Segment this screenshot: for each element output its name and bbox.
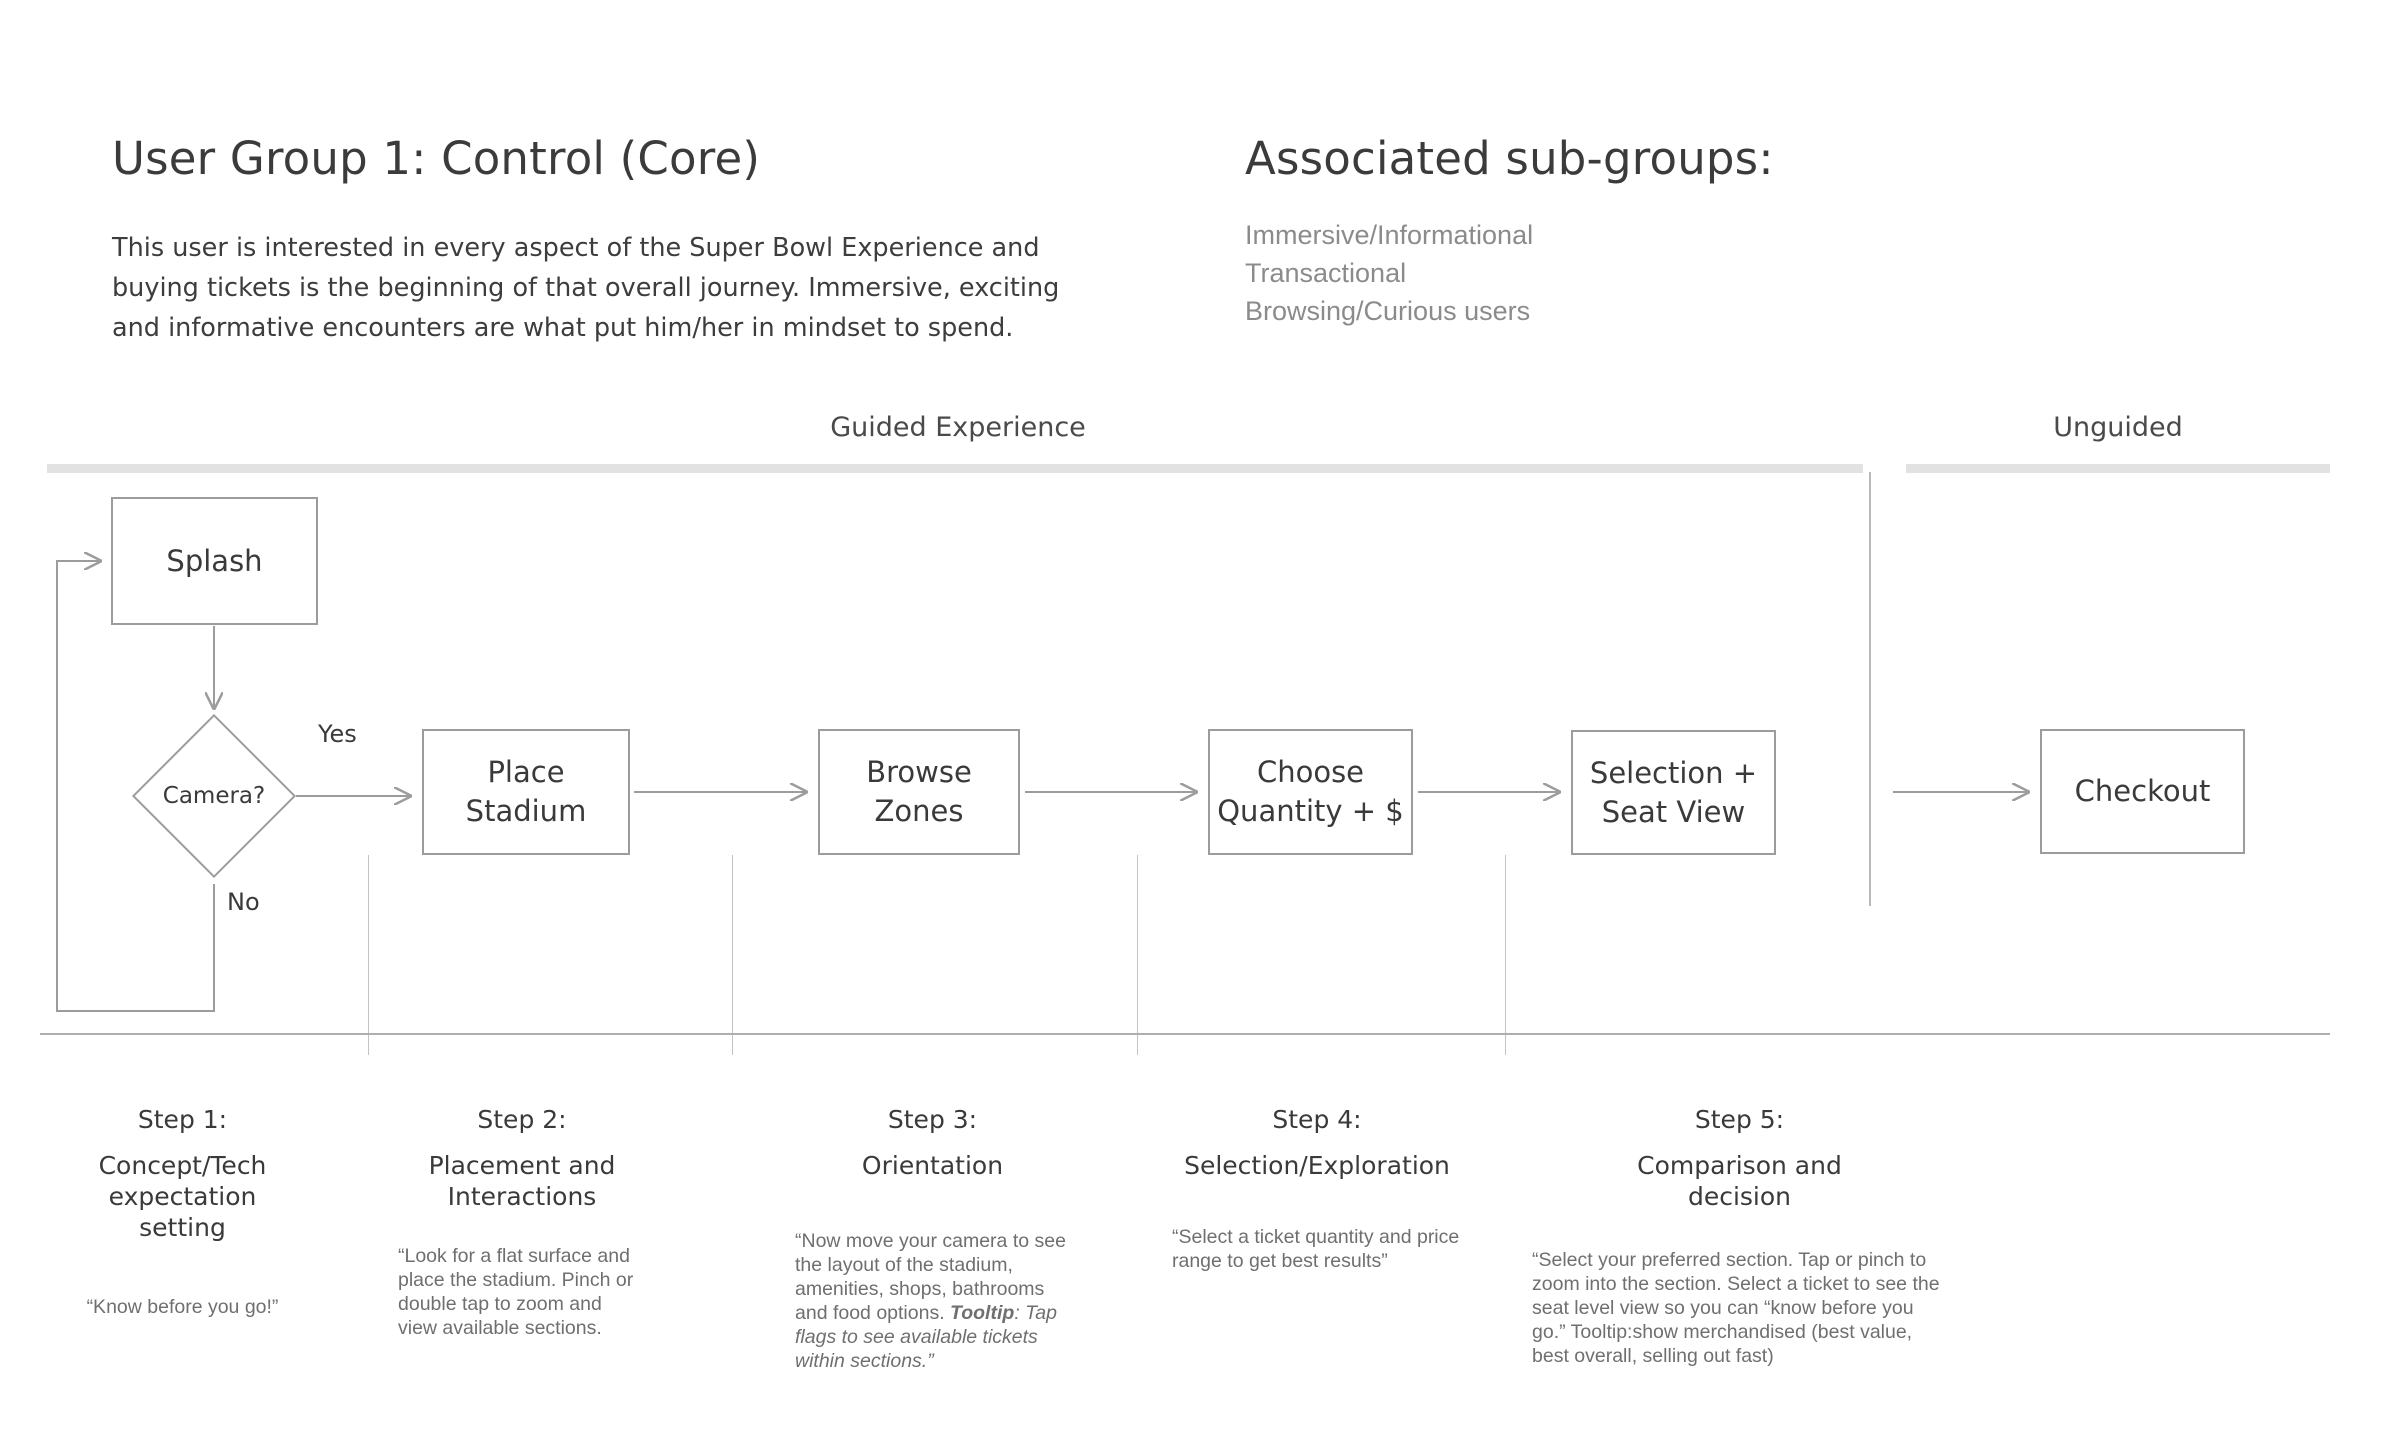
lane-bar-unguided <box>1906 464 2330 473</box>
subgroup-item: Browsing/Curious users <box>1245 296 1531 326</box>
step-number: Step 2: <box>477 1105 567 1134</box>
step-title: Orientation <box>795 1150 1070 1181</box>
step-quote: “Know before you go!” <box>86 1296 279 1318</box>
subgroup-item: Immersive/Informational <box>1245 220 1534 250</box>
step-quote: “Look for a flat surface and place the s… <box>398 1245 634 1339</box>
flow-node-camera-decision[interactable]: Camera? <box>131 713 297 879</box>
subgroups-title: Associated sub-groups: <box>1245 132 1774 185</box>
step-title: Selection/Exploration <box>1172 1150 1462 1181</box>
step-title: Comparison and decision <box>1532 1150 1947 1212</box>
user-group-description: This user is interested in every aspect … <box>112 233 1060 343</box>
flow-node-splash[interactable]: Splash <box>111 497 318 625</box>
flow-node-selection-seat-view[interactable]: Selection + Seat View <box>1571 730 1776 855</box>
step-column-1: Step 1: Concept/Tech expectation setting… <box>75 1105 290 1319</box>
step-title-line2: Interactions <box>447 1182 597 1211</box>
flow-node-browse-zones[interactable]: Browse Zones <box>818 729 1020 855</box>
step-quote: “Now move your camera to see the layout … <box>795 1229 1070 1373</box>
page-title: User Group 1: Control (Core) <box>112 132 761 185</box>
step-title-line2: decision <box>1687 1182 1792 1211</box>
edge-label-yes: Yes <box>318 720 357 748</box>
step-number: Step 3: <box>887 1105 978 1134</box>
step-quote: “Select your preferred section. Tap or p… <box>1532 1249 1940 1367</box>
lane-bar-guided <box>47 464 1863 473</box>
flow-node-selection-line1: Selection + <box>1589 755 1758 790</box>
steps-separator-rule <box>40 1033 2330 1035</box>
edge-label-no: No <box>227 888 260 916</box>
step-title: Concept/Tech expectation setting <box>75 1150 290 1243</box>
step-title: Placement and Interactions <box>398 1150 646 1212</box>
step-title-line2: expectation setting <box>108 1182 257 1242</box>
flow-node-choose-quantity-line1: Choose <box>1256 755 1365 789</box>
step-column-4: Step 4: Selection/Exploration “Select a … <box>1172 1105 1462 1273</box>
step-tick-guide <box>1505 855 1506 1055</box>
flow-node-checkout[interactable]: Checkout <box>2040 729 2245 854</box>
step-number: Step 4: <box>1272 1105 1362 1134</box>
step-title-line1: Concept/Tech <box>98 1151 267 1180</box>
subgroups-list: Immersive/Informational Transactional Br… <box>1245 216 1533 330</box>
flow-node-place-stadium[interactable]: Place Stadium <box>422 729 630 855</box>
step-quote-plain: “Now move your camera to see the layout … <box>795 1230 1066 1324</box>
lane-label-unguided: Unguided <box>2053 412 2183 443</box>
step-tick-guide <box>732 855 733 1055</box>
step-tick-guide <box>368 855 369 1055</box>
flow-node-camera-label: Camera? <box>162 783 266 809</box>
step-number: Step 1: <box>137 1105 228 1134</box>
subgroup-item: Transactional <box>1245 258 1407 288</box>
lane-divider <box>1869 472 1871 906</box>
step-column-5: Step 5: Comparison and decision “Select … <box>1532 1105 1947 1368</box>
flow-node-selection-line2: Seat View <box>1601 794 1746 829</box>
step-column-2: Step 2: Placement and Interactions “Look… <box>398 1105 646 1340</box>
step-tick-guide <box>1137 855 1138 1055</box>
flow-node-choose-quantity[interactable]: Choose Quantity + $ <box>1208 729 1413 855</box>
step-quote: “Select a ticket quantity and price rang… <box>1172 1226 1460 1272</box>
step-title-line1: Selection/Exploration <box>1184 1151 1450 1180</box>
step-column-3: Step 3: Orientation “Now move your camer… <box>795 1105 1070 1373</box>
flow-node-choose-quantity-line2: Quantity + $ <box>1217 794 1404 828</box>
step-number: Step 5: <box>1694 1105 1785 1134</box>
step-title-line1: Placement and <box>428 1151 616 1180</box>
lane-label-guided: Guided Experience <box>830 412 1086 443</box>
step-title-line1: Comparison and <box>1637 1151 1842 1180</box>
step-quote-italic: : Tap flags to see available tickets wit… <box>795 1302 1057 1372</box>
step-title-line1: Orientation <box>861 1151 1004 1180</box>
step-quote-bold: Tooltip <box>950 1302 1015 1324</box>
